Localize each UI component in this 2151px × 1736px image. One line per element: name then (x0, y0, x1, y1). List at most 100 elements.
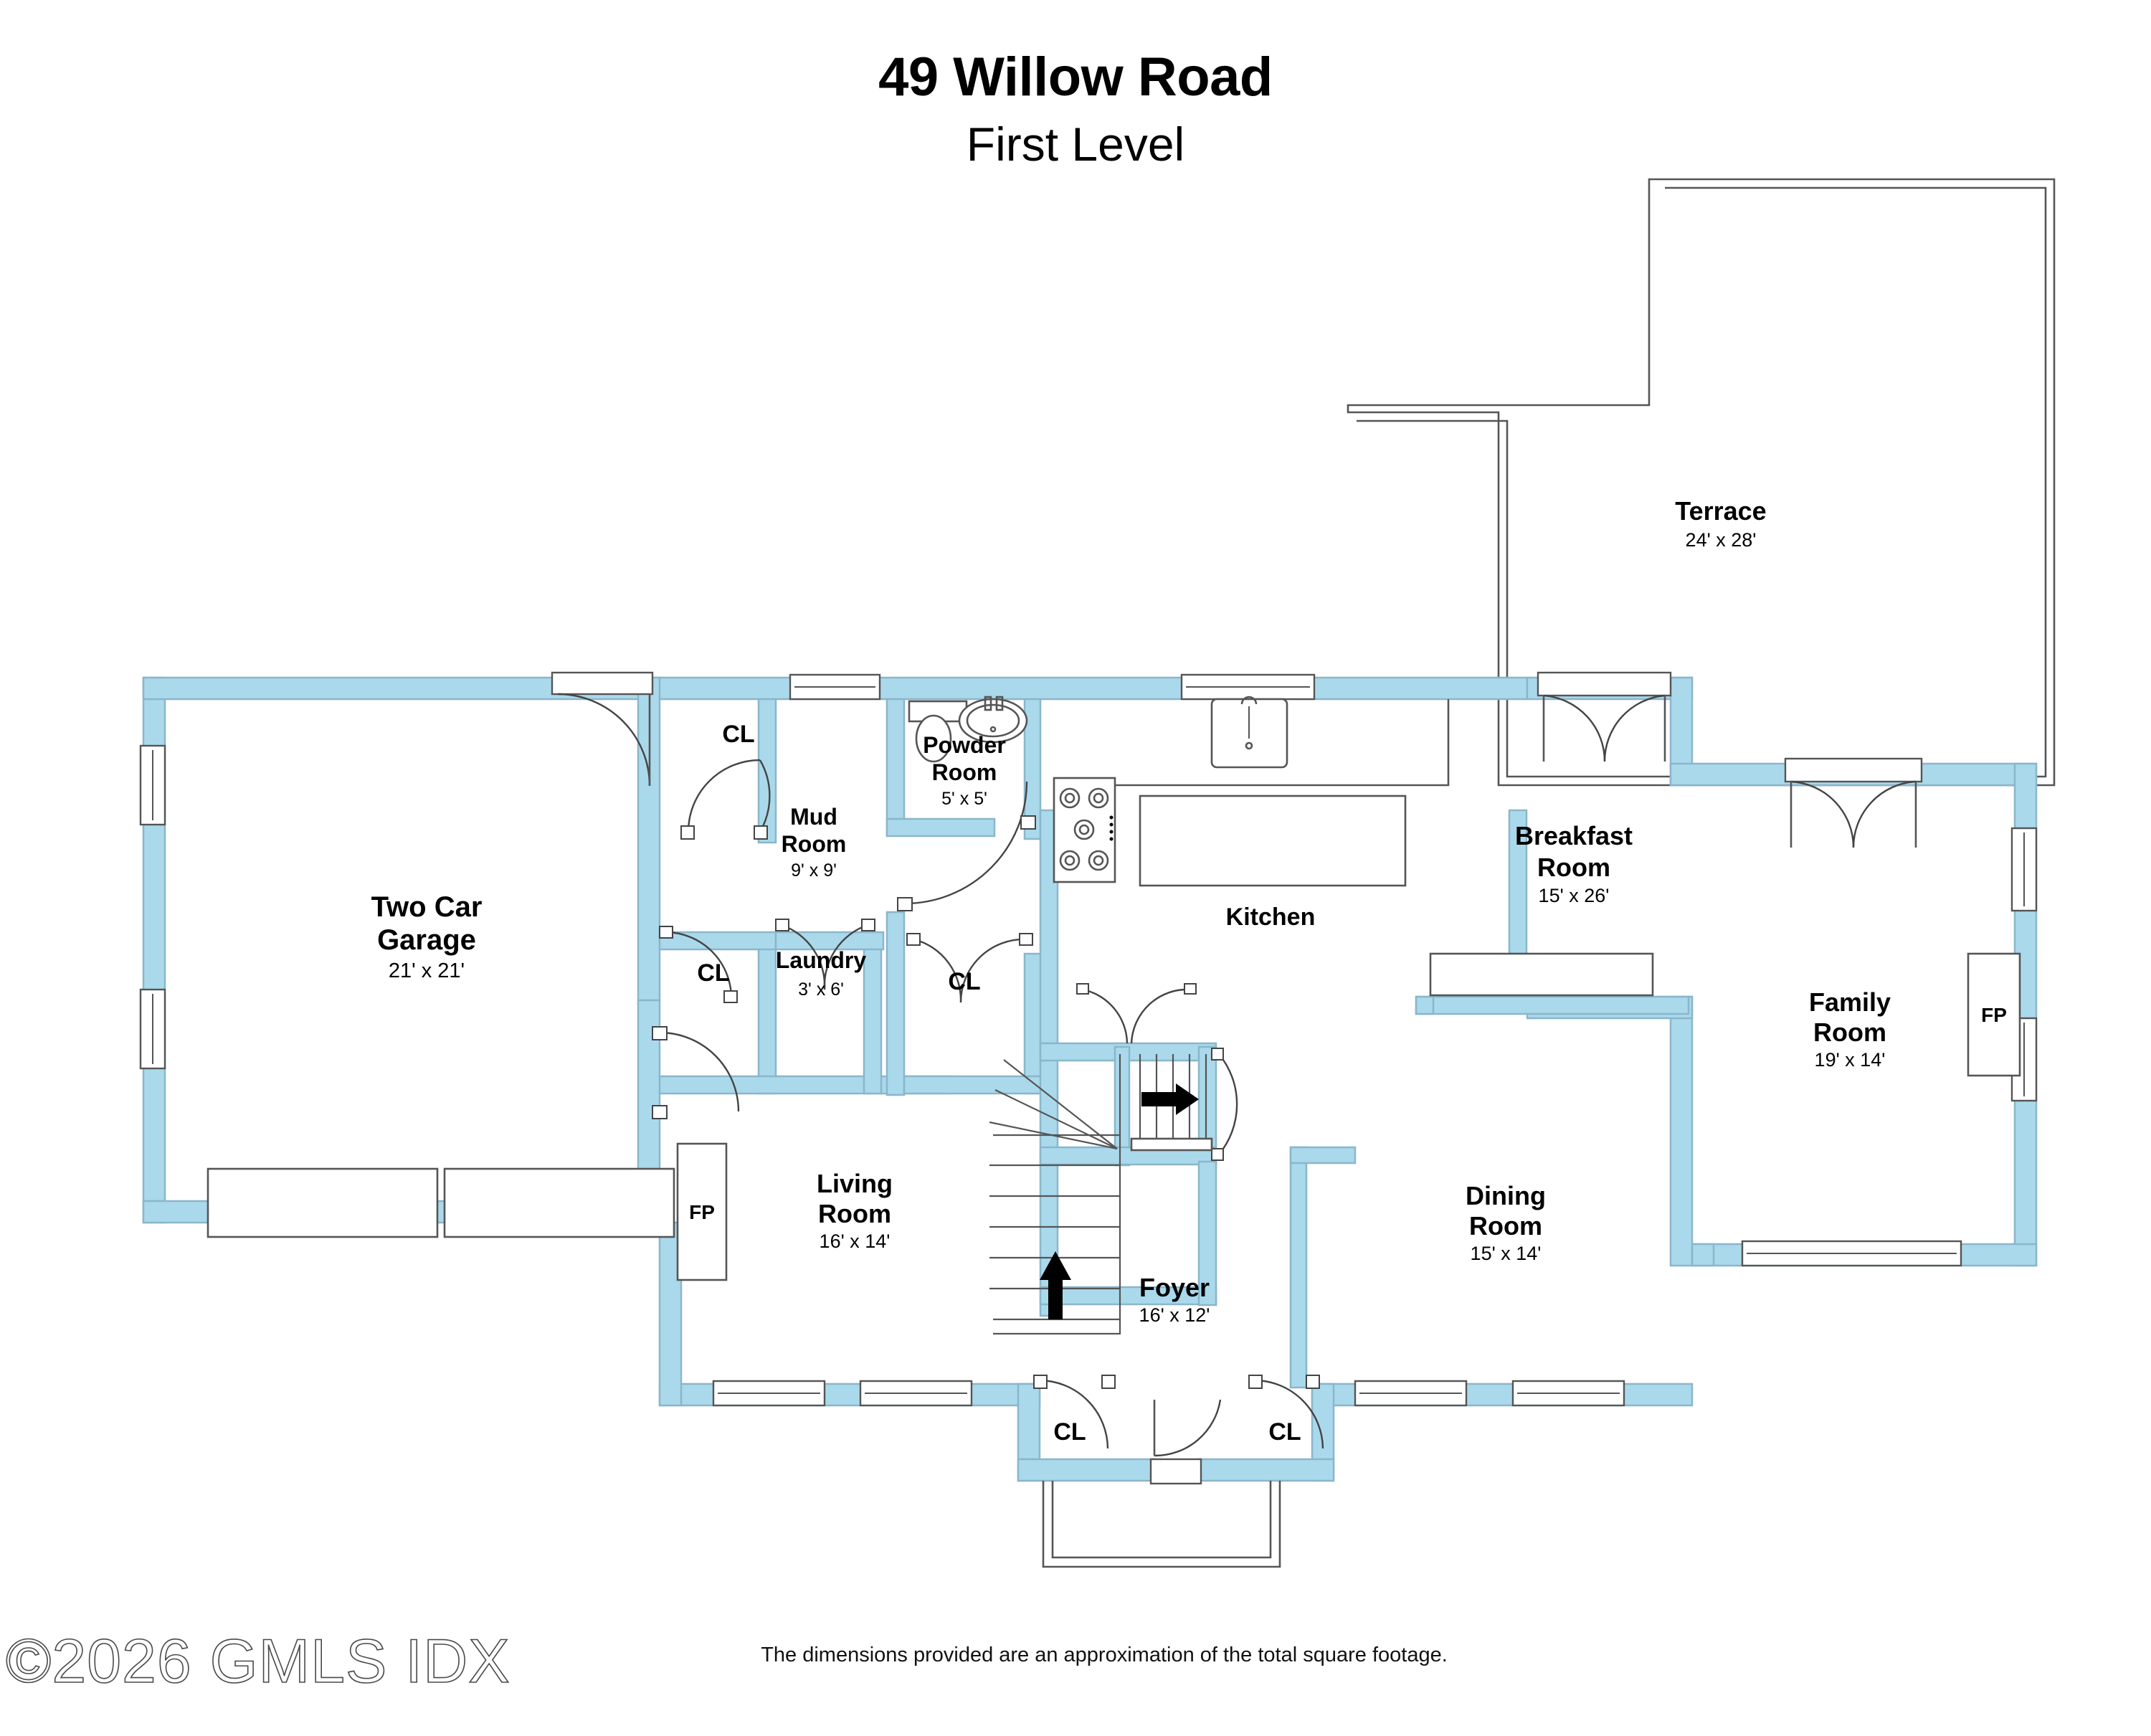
wall-powder-south (885, 817, 996, 838)
door-garage-north (551, 671, 654, 787)
wall-entry-south-left (1017, 1458, 1156, 1482)
label-breakfast-dim: 15' x 26' (1539, 885, 1610, 906)
kitchen-counter-north (1058, 699, 1450, 787)
label-garage-line1: Two Car (371, 891, 483, 923)
main-stair (989, 1054, 1121, 1335)
powder-toilet (908, 700, 968, 763)
door-closet-lower-left (659, 926, 738, 1003)
door-closet-hall (906, 933, 1033, 1003)
kitchen-island (1139, 795, 1407, 887)
label-terrace-dim: 24' x 28' (1686, 529, 1757, 551)
window-dining-south-1 (1354, 1380, 1468, 1407)
label-fireplace-family: FP (1981, 1004, 2007, 1026)
fireplace-family-box (1967, 952, 2021, 1077)
wall-stair-east-lower (1197, 1160, 1217, 1306)
front-stoop (1042, 1481, 1281, 1568)
dimension-disclaimer: The dimensions provided are an approxima… (761, 1643, 1448, 1666)
door-closet-foyer-right (1248, 1375, 1324, 1449)
label-family-line2: Room (1813, 1018, 1886, 1047)
door-foyer-stair (1076, 983, 1197, 1044)
door-breakfast-terrace (1537, 671, 1672, 762)
wall-foyer-east-top (1289, 1146, 1357, 1165)
label-closet-hall: CL (948, 968, 980, 995)
label-dining-line1: Dining (1466, 1181, 1546, 1210)
wall-foyer-east (1289, 1146, 1308, 1389)
room-labels: Two Car Garage 21' x 21' Mud Room 9' x 9… (371, 496, 1891, 1326)
wall-entry-south-right (1196, 1458, 1335, 1482)
label-dining-dim: 15' x 14' (1471, 1243, 1542, 1264)
wall-breakfast-sw (1415, 995, 1435, 1015)
label-breakfast-line1: Breakfast (1515, 821, 1633, 850)
window-garage-west-2 (139, 988, 166, 1070)
kitchen-sink (1210, 696, 1288, 769)
label-closet-mud-lower: CL (697, 959, 729, 987)
windows (139, 673, 2038, 1407)
window-mud-north (789, 673, 881, 701)
door-powder-room (897, 781, 1036, 911)
front-door-threshold (1149, 1458, 1202, 1485)
wall-cl-lower-div (757, 934, 777, 1095)
label-foyer-dim: 16' x 12' (1139, 1304, 1210, 1326)
label-terrace-name: Terrace (1675, 496, 1766, 526)
wall-powder-west (885, 698, 906, 837)
window-dining-south-2 (1511, 1380, 1625, 1407)
copyright-watermark: ©2026 GMLS IDX (5, 1626, 511, 1697)
footer: ©2026 GMLS IDX The dimensions provided a… (0, 1626, 2151, 1714)
label-dining-line2: Room (1469, 1211, 1542, 1241)
label-closet-foyer-left: CL (1053, 1418, 1086, 1446)
wall-laundry-east (863, 934, 883, 1095)
label-closet-foyer-right: CL (1268, 1418, 1301, 1446)
stair-up-arrow (1040, 1251, 1071, 1319)
label-powder-line1: Powder (923, 732, 1006, 758)
kitchen-cooktop (1053, 777, 1116, 883)
label-living-line1: Living (817, 1169, 893, 1198)
fireplace-labels: FP FP (689, 1004, 2007, 1223)
fireplace-living-box (676, 1142, 728, 1281)
closet-labels: CL CL CL CL CL (697, 721, 1301, 1446)
stair-right-arrow (1141, 1083, 1199, 1115)
breakfast-counter (1429, 952, 1654, 997)
label-mud-line2: Room (782, 831, 847, 857)
wall-family-step (1691, 1243, 1715, 1267)
door-front-entry (1153, 1399, 1222, 1457)
label-mud-line1: Mud (790, 804, 837, 830)
fixtures (206, 696, 2021, 1281)
label-family-line1: Family (1809, 987, 1891, 1017)
label-mud-dim: 9' x 9' (791, 860, 837, 881)
door-family-terrace (1784, 757, 1923, 848)
wall-dining-east (1669, 995, 1694, 1267)
label-foyer-name: Foyer (1139, 1273, 1210, 1302)
label-laundry-dim: 3' x 6' (798, 980, 844, 1000)
wall-breakfast-south (1415, 995, 1690, 1015)
doors (551, 671, 1923, 1457)
window-kitchen-north (1180, 673, 1316, 701)
wall-cl-hall-east (1023, 952, 1043, 1095)
front-stoop-inner (1051, 1481, 1272, 1559)
wall-cl-hall-south (903, 1075, 1043, 1095)
window-living-south-2 (859, 1380, 973, 1407)
label-powder-dim: 5' x 5' (941, 789, 987, 809)
label-garage-dim: 21' x 21' (389, 959, 465, 982)
label-family-dim: 19' x 14' (1815, 1049, 1886, 1071)
window-family-east-1 (2010, 827, 2038, 912)
garage-door-left (206, 1167, 439, 1238)
window-living-south-1 (712, 1380, 826, 1407)
label-breakfast-line2: Room (1537, 853, 1610, 882)
wall-laundry-top (774, 931, 885, 951)
wall-mud-cl-divider (757, 698, 777, 844)
garage-door-right (443, 1167, 675, 1238)
powder-sink (958, 696, 1028, 744)
label-laundry-name: Laundry (776, 947, 866, 973)
label-powder-line2: Room (932, 759, 997, 785)
window-garage-west-1 (139, 744, 166, 826)
label-closet-mud-upper: CL (722, 721, 754, 748)
label-garage-line2: Garage (377, 924, 476, 956)
door-garage-living (652, 1026, 740, 1119)
wall-hall-west (885, 911, 906, 1096)
window-family-south (1741, 1240, 1962, 1267)
door-laundry (775, 919, 875, 990)
wall-powder-east (1023, 698, 1042, 840)
door-side-stair (1211, 1048, 1238, 1161)
